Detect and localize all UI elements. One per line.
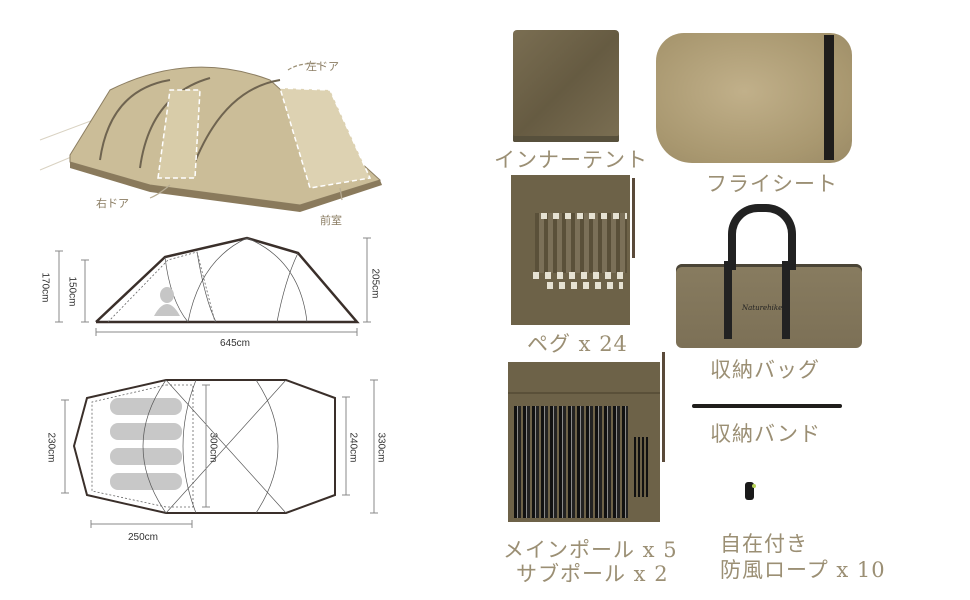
inner-tent-image bbox=[513, 30, 619, 142]
fly-sheet-image bbox=[656, 33, 852, 163]
dim-width-rear: 230cm bbox=[45, 432, 57, 463]
fly-sheet-strap bbox=[824, 35, 834, 160]
callout-left-door: 左ドア bbox=[306, 60, 339, 73]
dim-height-peak: 205cm bbox=[369, 268, 381, 299]
dim-width-mid: 300cm bbox=[207, 432, 219, 463]
guy-rope-image bbox=[745, 482, 756, 500]
dim-height-inner: 150cm bbox=[66, 276, 78, 307]
dim-height-outer: 170cm bbox=[39, 272, 51, 303]
inner-tent-label: インナーテント bbox=[494, 148, 648, 172]
dim-length: 645cm bbox=[220, 338, 251, 349]
storage-band-label: 収納バンド bbox=[710, 422, 822, 446]
storage-band-image bbox=[692, 404, 842, 408]
dim-width-total: 330cm bbox=[375, 432, 387, 463]
storage-bag-handle bbox=[728, 204, 796, 270]
pegs-label: ペグ x 24 bbox=[527, 332, 628, 356]
poles-label-line2: サブポール x 2 bbox=[516, 562, 669, 586]
fly-sheet-label: フライシート bbox=[706, 172, 838, 196]
callout-vestibule: 前室 bbox=[320, 214, 342, 227]
pegs-image bbox=[511, 175, 630, 325]
side-view-diagram bbox=[0, 220, 400, 360]
poles-image bbox=[508, 362, 660, 522]
top-view-diagram bbox=[0, 360, 400, 560]
callout-right-door: 右ドア bbox=[96, 197, 129, 210]
storage-bag-image: Naturehike bbox=[676, 261, 862, 348]
poles-label-line1: メインポール x 5 bbox=[503, 538, 678, 562]
tent-illustration bbox=[39, 63, 382, 212]
poles-tie-cord bbox=[662, 352, 665, 462]
dim-inner-length: 250cm bbox=[128, 532, 159, 543]
tent-photo bbox=[30, 50, 390, 230]
dim-width-front: 240cm bbox=[347, 432, 359, 463]
guy-rope-label-line1: 自在付き bbox=[720, 532, 808, 556]
storage-bag-label: 収納バッグ bbox=[710, 358, 820, 382]
pegs-tie-cord bbox=[632, 178, 635, 258]
guy-rope-label-line2: 防風ロープ x 10 bbox=[720, 558, 886, 582]
bag-brand-logo: Naturehike bbox=[742, 304, 783, 312]
